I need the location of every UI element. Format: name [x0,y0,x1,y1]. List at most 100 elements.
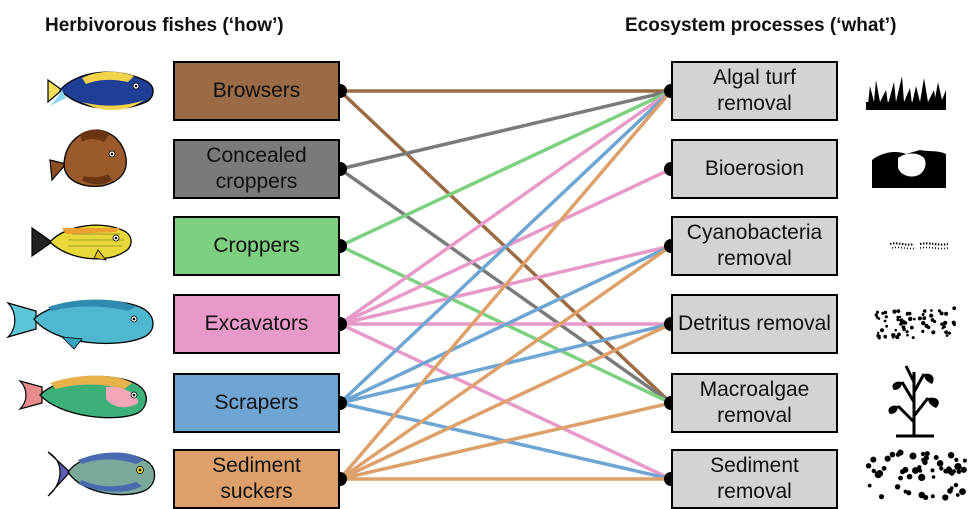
process-label: Sediment removal [710,453,799,503]
particle-dot [884,315,888,319]
particle-dot [953,482,959,488]
particle-dot [903,489,908,494]
particle-dot [921,457,926,462]
particle-dot [931,330,936,335]
particle-dot [921,329,925,333]
particle-dot [960,466,967,473]
particle-dot [942,325,947,329]
eroded-rock-icon [872,150,946,188]
particle-dot [894,484,901,490]
particle-dot [922,316,927,321]
link-sediment-suckers-to-algal-turf [338,89,673,481]
particle-dot [959,488,966,495]
grass-turf-icon [866,76,946,110]
particle-dot [876,470,884,477]
particle-dot [930,468,935,473]
particle-dot [911,336,915,340]
fish-group-sediment-suckers: Sediment suckers [173,449,340,509]
particle-dot [947,452,955,459]
particle-dot [880,328,884,333]
fish-group-label: Scrapers [214,390,299,414]
particle-dot [877,317,881,320]
particle-dot [907,311,912,316]
particle-dot [954,463,962,471]
particle-dot [902,466,909,473]
particle-dot [931,475,936,479]
particle-dot [895,452,901,457]
particle-dot [962,458,967,463]
particle-dot [885,324,889,328]
particle-dot [909,325,914,330]
surgeonfish-icon [47,71,154,111]
link-scrapers-to-algal-turf [338,89,673,405]
link-sediment-suckers-to-macroalgae [339,401,672,481]
link-croppers-to-algal-turf [339,89,672,248]
process-label: Algal turf removal [713,65,796,115]
particle-dot [939,311,944,316]
particle-dot [942,494,949,501]
particle-dot [911,455,916,460]
particle-dot [913,317,916,321]
particle-dot [877,331,880,335]
seaweed-icon [888,365,939,438]
particle-dot [955,493,960,497]
fish-group-label: Browsers [212,78,301,102]
cyanobacteria-dots-icon [889,242,949,250]
link-excavators-to-algal-turf [338,89,673,326]
process-label: Bioerosion [704,156,805,180]
particle-dot [906,333,909,337]
particle-dot [874,313,878,317]
particle-dot [929,313,934,318]
particle-dot [930,494,935,499]
particle-dot [892,309,897,314]
fish-groups-heading: Herbivorous fishes (‘how’) [45,15,284,36]
particle-dot [896,309,901,313]
detritus-particles-icon [874,306,957,340]
fish-group-label: Excavators [204,311,309,335]
particle-dot [918,468,923,473]
particle-dot [943,468,949,474]
process-detritus-removal: Detritus removal [671,294,838,354]
process-label: Cyanobacteria removal [686,220,823,270]
particle-dot [889,451,896,458]
particle-dot [865,463,872,469]
particle-dot [896,318,900,322]
particle-dot [924,451,930,457]
particle-dot [936,460,944,467]
particle-dot [883,319,887,323]
particle-dot [937,309,942,313]
particle-dot [952,322,956,327]
process-algal-turf-removal: Algal turf removal [671,61,838,121]
particle-dot [896,315,900,319]
link-sediment-suckers-to-cyanobacteria [338,244,673,481]
particle-dot [876,310,879,314]
particle-dot [933,455,939,460]
particle-dot [906,473,913,480]
particle-dot [894,328,897,332]
link-scrapers-to-cyanobacteria [339,244,672,405]
particle-dot [941,327,944,330]
green-parrotfish-icon [17,375,147,419]
particle-dot [933,320,937,324]
particle-dot [867,483,872,488]
fish-group-label: Croppers [213,233,300,257]
fish-group-label: Concealed croppers [206,143,307,193]
particle-dot [901,325,906,329]
particle-dot [951,469,956,474]
particle-dot [883,334,887,339]
particle-dot [895,335,900,340]
fish-group-label: Sediment suckers [212,453,301,503]
particle-dot [920,451,926,457]
bristletooth-surgeonfish-icon [47,451,156,497]
particle-dot [917,465,922,470]
fish-group-browsers: Browsers [173,61,340,121]
process-label: Detritus removal [678,311,831,335]
blue-parrotfish-icon [5,299,154,350]
link-sediment-suckers-to-detritus [339,322,672,481]
sediment-dots-icon [865,449,967,501]
particle-dot [899,318,904,323]
fish-group-scrapers: Scrapers [173,373,340,433]
particle-dot [875,315,879,319]
